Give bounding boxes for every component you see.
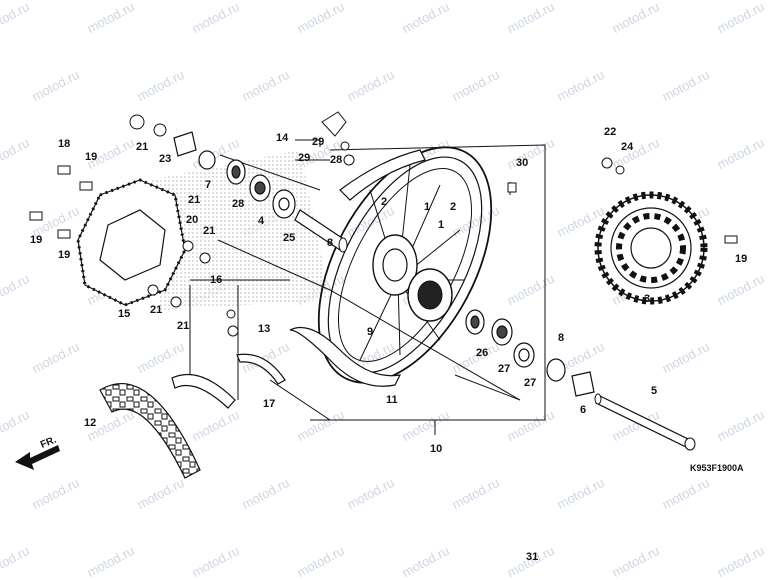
callout-3: 3 [644,293,650,305]
callout-24: 24 [621,141,634,153]
callout-29: 29 [298,152,310,164]
callout-8: 8 [327,237,333,249]
callout-4: 4 [258,215,265,227]
callout-29: 29 [312,136,324,148]
callout-28: 28 [232,198,244,210]
callout-21: 21 [203,225,215,237]
callout-8: 8 [558,332,564,344]
callout-21: 21 [177,320,189,332]
callout-17: 17 [263,398,275,410]
callout-18: 18 [58,138,70,150]
callout-7: 7 [205,179,211,191]
callout-19: 19 [58,249,70,261]
callout-11: 11 [386,394,398,406]
tire [99,383,201,479]
callout-2: 2 [450,201,456,213]
callout-25: 25 [283,232,295,244]
callout-12: 12 [84,417,96,429]
fasteners [29,111,738,337]
bearings [198,150,566,382]
rim-strip [236,353,286,385]
callout-13: 13 [258,323,270,335]
axle-sleeve [294,209,348,253]
callout-21: 21 [150,304,162,316]
arrow-left-icon [15,445,60,470]
callout-16: 16 [210,274,222,286]
callout-23: 23 [159,153,171,165]
callout-21: 21 [136,141,148,153]
callout-lines [189,139,546,435]
callout-19: 19 [85,151,97,163]
callout-19: 19 [30,234,42,246]
brake-disc [76,178,187,307]
callout-28: 28 [330,154,342,166]
callout-6: 6 [580,404,586,416]
callout-30: 30 [516,157,528,169]
callout-1: 1 [424,201,430,213]
wheel-rim [317,146,493,384]
callout-1: 1 [438,219,444,231]
inner-tube [171,373,236,409]
callout-26: 26 [476,347,488,359]
callout-9: 9 [367,326,373,338]
callout-14: 14 [276,132,289,144]
sprocket [594,191,708,305]
callout-22: 22 [604,126,616,138]
callout-5: 5 [651,385,657,397]
callout-27: 27 [498,363,510,375]
axle [594,393,696,451]
rim-band [289,326,402,387]
callout-15: 15 [118,308,130,320]
callout-20: 20 [186,214,198,226]
callout-31: 31 [526,551,538,563]
rim-band-top [339,149,426,201]
callout-27: 27 [524,377,536,389]
callout-19: 19 [735,253,747,265]
callout-10: 10 [430,443,442,455]
chain-adjusters [173,131,595,397]
callout-2: 2 [381,196,387,208]
callout-21: 21 [188,194,200,206]
diagram-code: K953F1900A [690,463,744,473]
